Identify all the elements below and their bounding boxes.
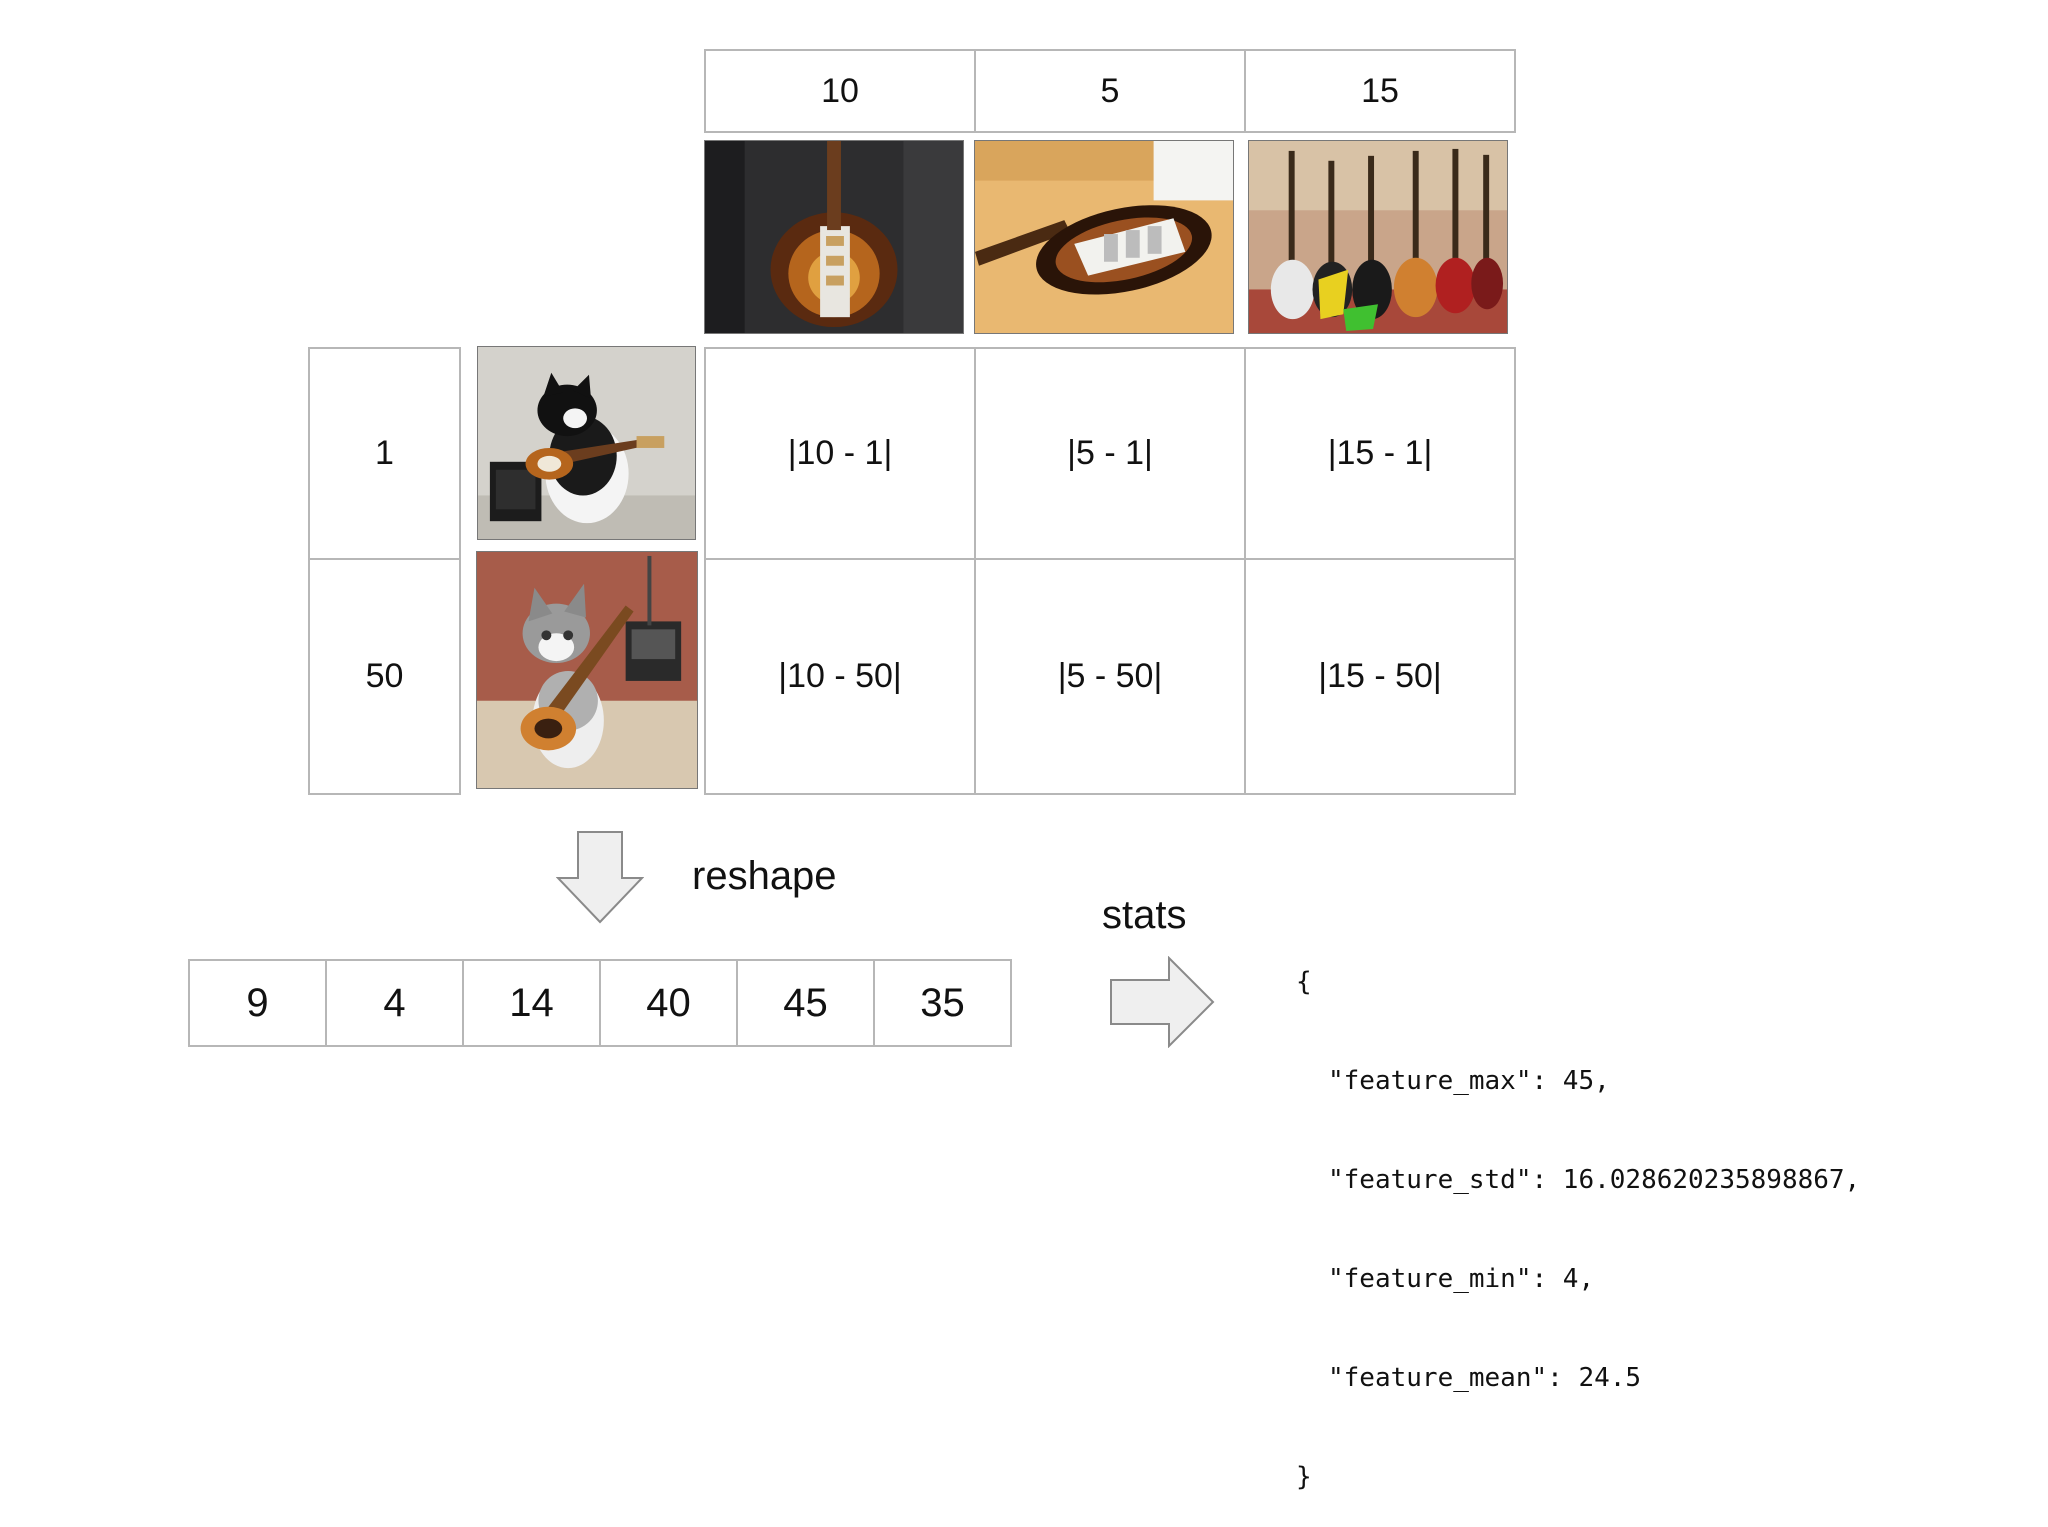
json-line-feature-min: "feature_min": 4, bbox=[1328, 1264, 1595, 1294]
row-header-2: 50 bbox=[308, 558, 461, 795]
arrow-right-icon bbox=[1110, 956, 1215, 1048]
diff-cell-r2-c1: |10 - 50| bbox=[704, 558, 976, 795]
diff-cell-r2-c2: |5 - 50| bbox=[974, 558, 1246, 795]
arrow-down-icon bbox=[556, 831, 644, 924]
guitar-photo-3 bbox=[1248, 140, 1508, 334]
diff-cell-r2-c3: |15 - 50| bbox=[1244, 558, 1516, 795]
column-header-3: 15 bbox=[1244, 49, 1516, 133]
diff-cell-r1-c3: |15 - 1| bbox=[1244, 347, 1516, 560]
json-open-brace: { bbox=[1296, 967, 1312, 997]
json-line-feature-std: "feature_std": 16.028620235898867, bbox=[1328, 1165, 1861, 1195]
flattened-cell-1: 9 bbox=[188, 959, 327, 1047]
kitten-guitar-photo-2 bbox=[476, 551, 698, 789]
flattened-cell-4: 40 bbox=[599, 959, 738, 1047]
json-line-feature-max: "feature_max": 45, bbox=[1328, 1066, 1610, 1096]
stats-label: stats bbox=[1102, 893, 1187, 937]
flattened-cell-6: 35 bbox=[873, 959, 1012, 1047]
diff-cell-r1-c1: |10 - 1| bbox=[704, 347, 976, 560]
flattened-cell-2: 4 bbox=[325, 959, 464, 1047]
diff-cell-r1-c2: |5 - 1| bbox=[974, 347, 1246, 560]
json-line-feature-mean: "feature_mean": 24.5 bbox=[1328, 1363, 1642, 1393]
guitar-photo-1 bbox=[704, 140, 964, 334]
row-header-1: 1 bbox=[308, 347, 461, 560]
guitar-photo-2 bbox=[974, 140, 1234, 334]
column-header-1: 10 bbox=[704, 49, 976, 133]
column-header-2: 5 bbox=[974, 49, 1246, 133]
flattened-cell-5: 45 bbox=[736, 959, 875, 1047]
reshape-label: reshape bbox=[692, 854, 837, 898]
json-close-brace: } bbox=[1296, 1462, 1312, 1492]
cat-guitar-photo-1 bbox=[477, 346, 696, 540]
stats-json: { "feature_max": 45, "feature_std": 16.0… bbox=[1296, 900, 1860, 1527]
flattened-cell-3: 14 bbox=[462, 959, 601, 1047]
